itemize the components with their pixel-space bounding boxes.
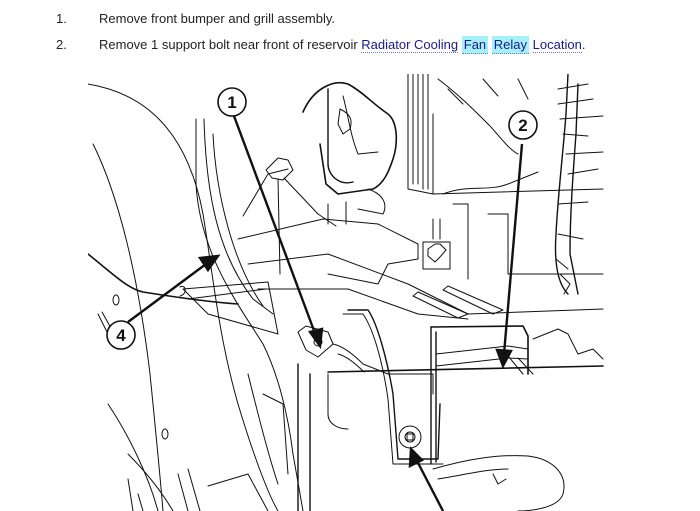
callout-label: 2 bbox=[518, 116, 527, 135]
radiator-cooling-link[interactable]: Radiator Cooling bbox=[361, 37, 459, 53]
radiator-diagram: 1 2 4 bbox=[88, 74, 604, 511]
relay-link[interactable]: Relay bbox=[491, 36, 530, 54]
period: . bbox=[581, 37, 586, 52]
step-text-container: Remove 1 support bolt near front of rese… bbox=[99, 35, 585, 55]
callout-label: 4 bbox=[116, 326, 126, 345]
location-link[interactable]: Location bbox=[532, 37, 582, 53]
callout-1: 1 bbox=[217, 87, 247, 117]
step-text: Remove 1 support bolt near front of rese… bbox=[99, 37, 362, 52]
line-drawing-illustration: 1 2 4 bbox=[88, 74, 604, 511]
callout-4: 4 bbox=[106, 320, 136, 350]
callout-2: 2 bbox=[508, 110, 538, 140]
fan-link[interactable]: Fan bbox=[461, 36, 489, 54]
callout-label: 1 bbox=[227, 93, 236, 112]
step-text: Remove front bumper and grill assembly. bbox=[99, 11, 336, 26]
step-number: 1. bbox=[56, 11, 67, 26]
step-number: 2. bbox=[56, 37, 67, 52]
